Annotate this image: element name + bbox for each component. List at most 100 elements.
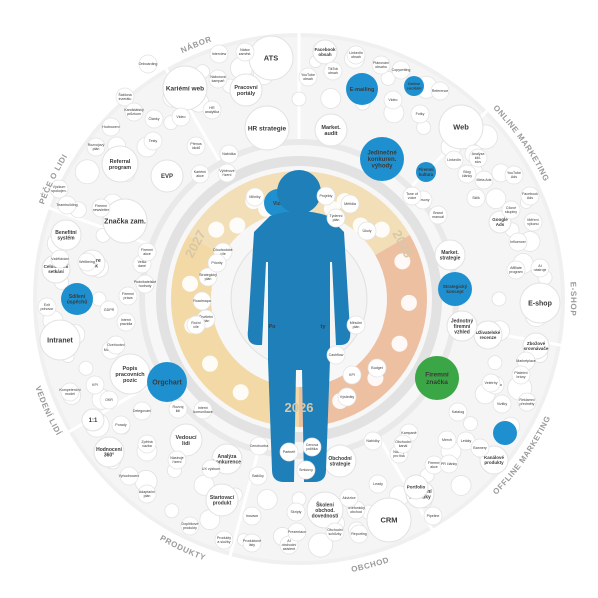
orgchart-bubble[interactable]: Orgchart bbox=[147, 362, 187, 402]
portfolio-bubble[interactable]: Portfolio bbox=[403, 474, 429, 500]
item-sklik[interactable]: Sklik bbox=[466, 188, 486, 208]
item-cenotvorba[interactable]: Cenotvorba bbox=[249, 436, 269, 456]
item-leady[interactable]: Leady bbox=[368, 474, 388, 494]
item-onboarding[interactable]: Onboarding bbox=[139, 54, 158, 74]
item-ux-vyzkum[interactable]: UX výzkum bbox=[201, 459, 221, 479]
znacka-zam-bubble[interactable]: Značka zam. bbox=[102, 198, 148, 244]
kariemi-web-bubble[interactable]: Kariémí web bbox=[162, 65, 208, 111]
item-wellbeing[interactable]: Wellbeing bbox=[77, 252, 97, 272]
item-bannery[interactable]: Bannery bbox=[470, 438, 490, 458]
item-meta-ads[interactable]: Meta Ads bbox=[474, 170, 494, 190]
item-cashflow[interactable]: Cashflow bbox=[326, 345, 346, 365]
item-katalog[interactable]: Katalog bbox=[448, 402, 468, 422]
item-okr[interactable]: OKR bbox=[99, 390, 119, 410]
item-bubble[interactable] bbox=[291, 91, 307, 107]
item-influencer[interactable]: Influencer bbox=[508, 232, 528, 252]
item-bubble[interactable] bbox=[74, 159, 100, 185]
item-budget[interactable]: Budget bbox=[367, 358, 387, 378]
item-reporting[interactable]: Reporting bbox=[349, 524, 369, 544]
item-ukoly[interactable]: Úkoly bbox=[357, 221, 377, 241]
e-shop-bubble[interactable]: E-shop bbox=[519, 282, 561, 324]
item-inovace[interactable]: Inovace bbox=[242, 506, 262, 526]
item-bubble[interactable] bbox=[450, 475, 472, 496]
item-hodnoceni[interactable]: Hodnocení bbox=[101, 117, 121, 137]
item-bubble[interactable] bbox=[308, 532, 333, 558]
item-testy[interactable]: Testy bbox=[143, 131, 163, 151]
item-prezentace[interactable]: Prezentace bbox=[287, 522, 307, 542]
item-fotky[interactable]: Fotky bbox=[410, 104, 430, 124]
item-nabidky[interactable]: Nabídky bbox=[363, 431, 383, 451]
ats-bubble[interactable]: ATS bbox=[248, 35, 294, 81]
item-bubble[interactable] bbox=[78, 360, 94, 376]
item-copywriting[interactable]: Copywriting bbox=[392, 60, 411, 80]
item-veletrhy[interactable]: Veletrhy bbox=[481, 373, 501, 393]
item-bubble[interactable] bbox=[380, 70, 396, 86]
item-pipeline[interactable]: Pipeline bbox=[423, 506, 443, 526]
item-vyhodnoceni[interactable]: Vyhodnocení bbox=[119, 466, 140, 486]
item-bubble[interactable] bbox=[487, 355, 503, 371]
market-audit-bubble[interactable]: Market.audit bbox=[314, 113, 348, 147]
item-priority[interactable]: Priority bbox=[207, 253, 227, 273]
hr-strategie-bubble[interactable]: HR strategie bbox=[244, 105, 290, 151]
item-kpi[interactable]: KPI bbox=[342, 365, 362, 385]
item-gdpr[interactable]: GDPR bbox=[99, 300, 119, 320]
item-projekty[interactable]: Projekty bbox=[316, 186, 336, 206]
one-on-one-bubble[interactable]: 1:1 bbox=[81, 408, 105, 432]
item-bubble[interactable] bbox=[491, 291, 507, 307]
item-linkedin[interactable]: LinkedIn bbox=[444, 150, 464, 170]
item-meridla[interactable]: Měřidla bbox=[340, 194, 360, 214]
web-bubble[interactable]: Web bbox=[438, 104, 484, 150]
extra-blue-bubble[interactable] bbox=[493, 421, 517, 445]
item-vysledky[interactable]: Výsledky bbox=[337, 387, 357, 407]
item-interview[interactable]: Interview bbox=[209, 44, 229, 64]
item-skripty[interactable]: Skripty bbox=[286, 502, 306, 522]
item-clanky[interactable]: Články bbox=[144, 109, 164, 129]
item-milniky[interactable]: Milníky bbox=[245, 187, 265, 207]
